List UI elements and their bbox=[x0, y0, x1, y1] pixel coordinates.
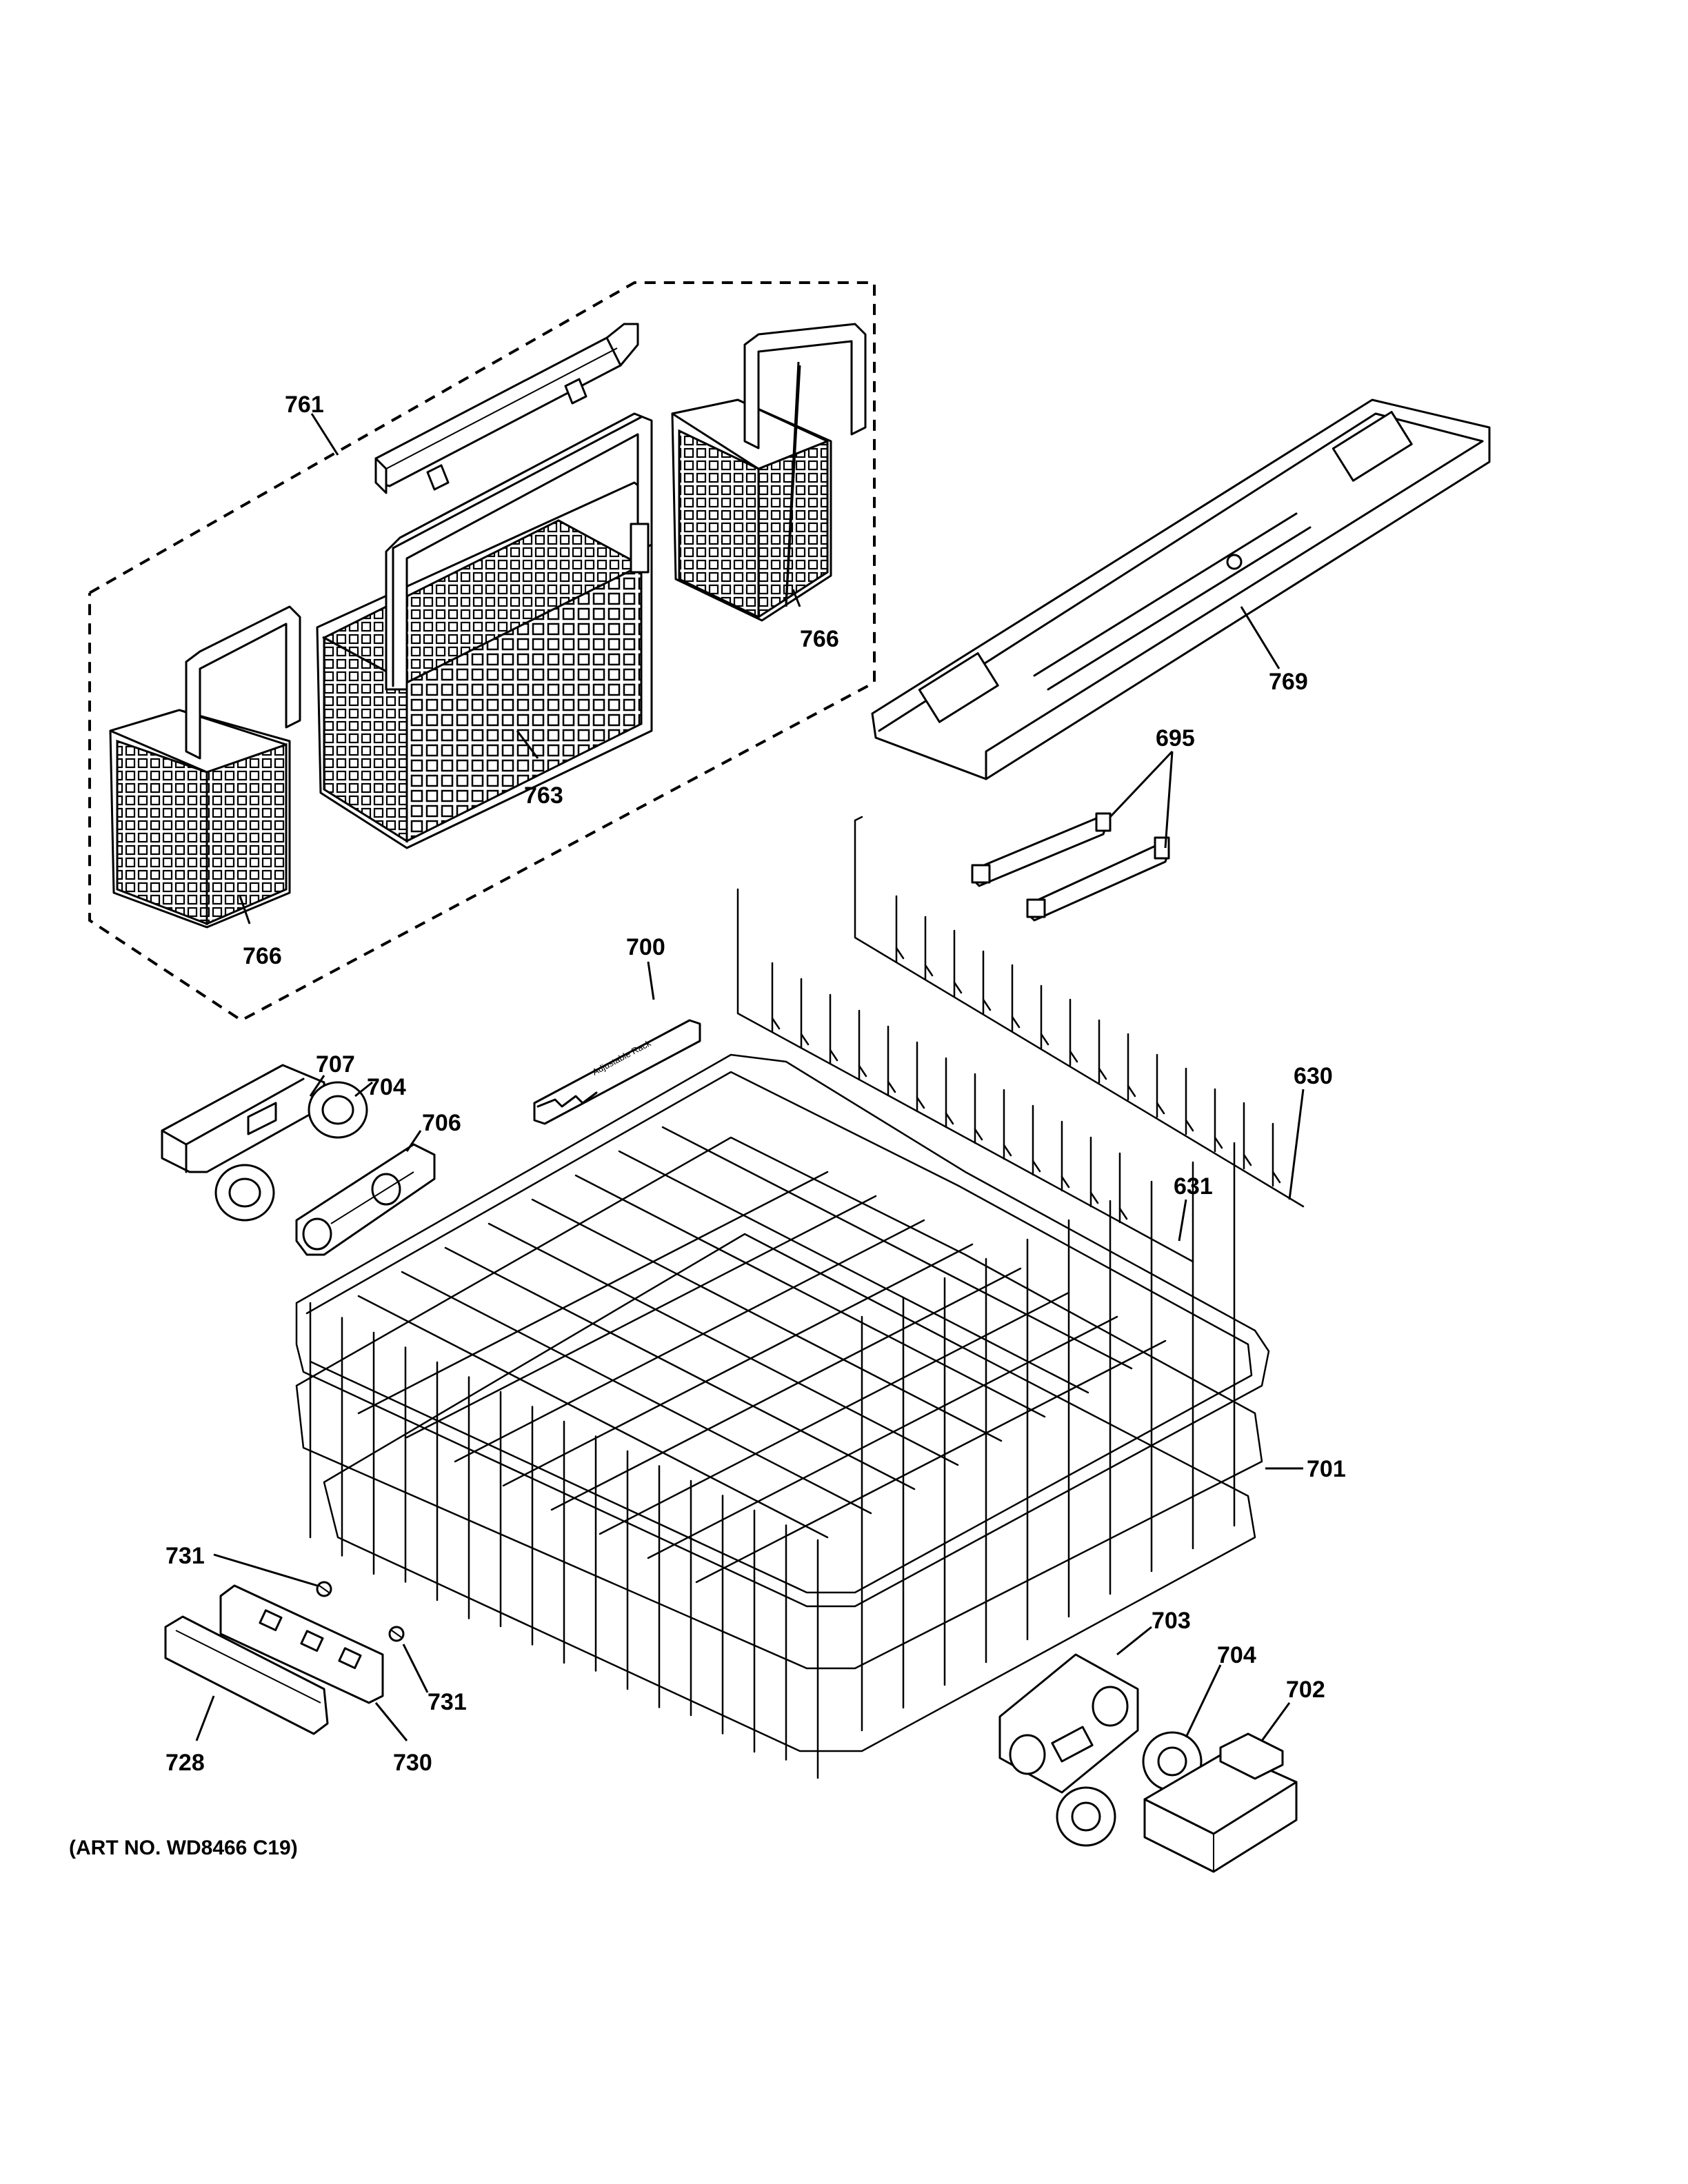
callout-769: 769 bbox=[1269, 669, 1308, 695]
callout-763: 763 bbox=[524, 782, 563, 809]
small-basket-right-part bbox=[671, 323, 867, 622]
callout-731-upper: 731 bbox=[165, 1543, 205, 1569]
wire-segment bbox=[1156, 1102, 1165, 1115]
wire-segment bbox=[618, 1150, 1089, 1394]
wire-segment bbox=[647, 1315, 1118, 1559]
wire-segment bbox=[1089, 1191, 1099, 1204]
wire-segment bbox=[599, 1291, 1070, 1535]
screw-part-lower bbox=[388, 1626, 405, 1642]
small-basket-left-part bbox=[109, 605, 301, 929]
rack-clip-part-upper bbox=[971, 812, 1112, 887]
wire-segment bbox=[895, 947, 905, 960]
wire-segment bbox=[357, 1171, 829, 1415]
wire-segment bbox=[1118, 1207, 1128, 1220]
wire-segment bbox=[531, 1198, 1003, 1442]
callout-695: 695 bbox=[1156, 725, 1195, 751]
wire-segment bbox=[829, 1049, 838, 1062]
wire-segment bbox=[661, 1126, 1133, 1370]
callout-703: 703 bbox=[1152, 1608, 1191, 1634]
wire-segment bbox=[444, 1246, 916, 1490]
roller-wheel-left-upper bbox=[308, 1081, 368, 1139]
callout-731-lower: 731 bbox=[428, 1689, 467, 1715]
wire-segment bbox=[488, 1222, 959, 1466]
wire-segment bbox=[1098, 1067, 1107, 1080]
callout-631: 631 bbox=[1174, 1173, 1213, 1200]
main-basket-part bbox=[316, 412, 653, 849]
wire-segment bbox=[1011, 1015, 1021, 1029]
screw-part-upper bbox=[316, 1581, 332, 1597]
wire-segment bbox=[454, 1219, 925, 1463]
wire-segment bbox=[401, 1271, 872, 1515]
callout-702: 702 bbox=[1286, 1677, 1325, 1703]
wire-segment bbox=[695, 1339, 1167, 1584]
handle-bar-part bbox=[374, 323, 639, 494]
wire-segment bbox=[1032, 1160, 1041, 1173]
callout-706: 706 bbox=[422, 1110, 461, 1136]
wire-segment bbox=[800, 1033, 810, 1046]
callout-728: 728 bbox=[165, 1750, 205, 1776]
wire-segment bbox=[357, 1295, 829, 1539]
wire-segment bbox=[1127, 1084, 1136, 1098]
wire-segment bbox=[924, 964, 934, 977]
wire-segment bbox=[945, 1112, 954, 1125]
leader-lines bbox=[195, 361, 1305, 1741]
wire-segment bbox=[1069, 1050, 1078, 1063]
roller-wheel-left-lower bbox=[214, 1164, 275, 1222]
wire-segment bbox=[1040, 1033, 1049, 1046]
wire-segment bbox=[974, 1128, 983, 1141]
callout-730: 730 bbox=[393, 1750, 432, 1776]
tine-row-631-part bbox=[736, 888, 1194, 1263]
basket-assembly-boundary bbox=[88, 281, 876, 1022]
wire-segment bbox=[1272, 1171, 1281, 1184]
left-rack-adjuster-part bbox=[295, 1143, 436, 1256]
roller-wheel-right-lower bbox=[1056, 1786, 1116, 1847]
lower-rack-part bbox=[295, 1053, 1270, 1779]
wire-segment bbox=[1214, 1136, 1223, 1149]
left-rail-cap-part bbox=[161, 1064, 325, 1173]
wire-segment bbox=[982, 998, 992, 1011]
wire-segment bbox=[1185, 1119, 1194, 1132]
callout-704-right: 704 bbox=[1217, 1642, 1256, 1668]
wire-segment bbox=[1061, 1175, 1070, 1189]
end-cap-part bbox=[164, 1615, 329, 1735]
callout-labels: 761 763 766 766 769 695 700 707 704 706 … bbox=[165, 392, 1346, 1776]
wire-segment bbox=[916, 1096, 925, 1109]
wire-segment bbox=[1243, 1153, 1252, 1166]
callout-766-right: 766 bbox=[800, 626, 839, 652]
adjustable-rack-bar-part: Adjustable Rack bbox=[533, 1019, 701, 1125]
wire-segment bbox=[550, 1267, 1022, 1511]
wire-segment bbox=[1003, 1144, 1012, 1157]
wire-segment bbox=[405, 1195, 877, 1439]
art-number: (ART NO. WD8466 C19) bbox=[69, 1837, 298, 1859]
wire-segment bbox=[771, 1017, 781, 1030]
callout-700: 700 bbox=[626, 934, 665, 960]
wire-segment bbox=[574, 1174, 1046, 1418]
callout-630: 630 bbox=[1294, 1063, 1333, 1089]
right-rack-adjuster-part bbox=[998, 1653, 1139, 1794]
rack-clip-part-lower bbox=[1026, 836, 1170, 922]
right-rail-cap-part bbox=[1143, 1732, 1298, 1873]
end-cap-bracket-part bbox=[219, 1584, 384, 1704]
callout-766-left: 766 bbox=[243, 943, 282, 969]
callout-701: 701 bbox=[1307, 1456, 1346, 1482]
wire-segment bbox=[502, 1243, 974, 1487]
wire-segment bbox=[953, 981, 963, 994]
rack-rail-part bbox=[871, 398, 1491, 780]
tine-row-630-part bbox=[854, 816, 1305, 1208]
callout-704-left: 704 bbox=[367, 1074, 406, 1100]
wire-segment bbox=[858, 1064, 867, 1078]
callout-707: 707 bbox=[316, 1051, 355, 1078]
wire-segment bbox=[887, 1080, 896, 1093]
callout-761: 761 bbox=[285, 392, 324, 418]
